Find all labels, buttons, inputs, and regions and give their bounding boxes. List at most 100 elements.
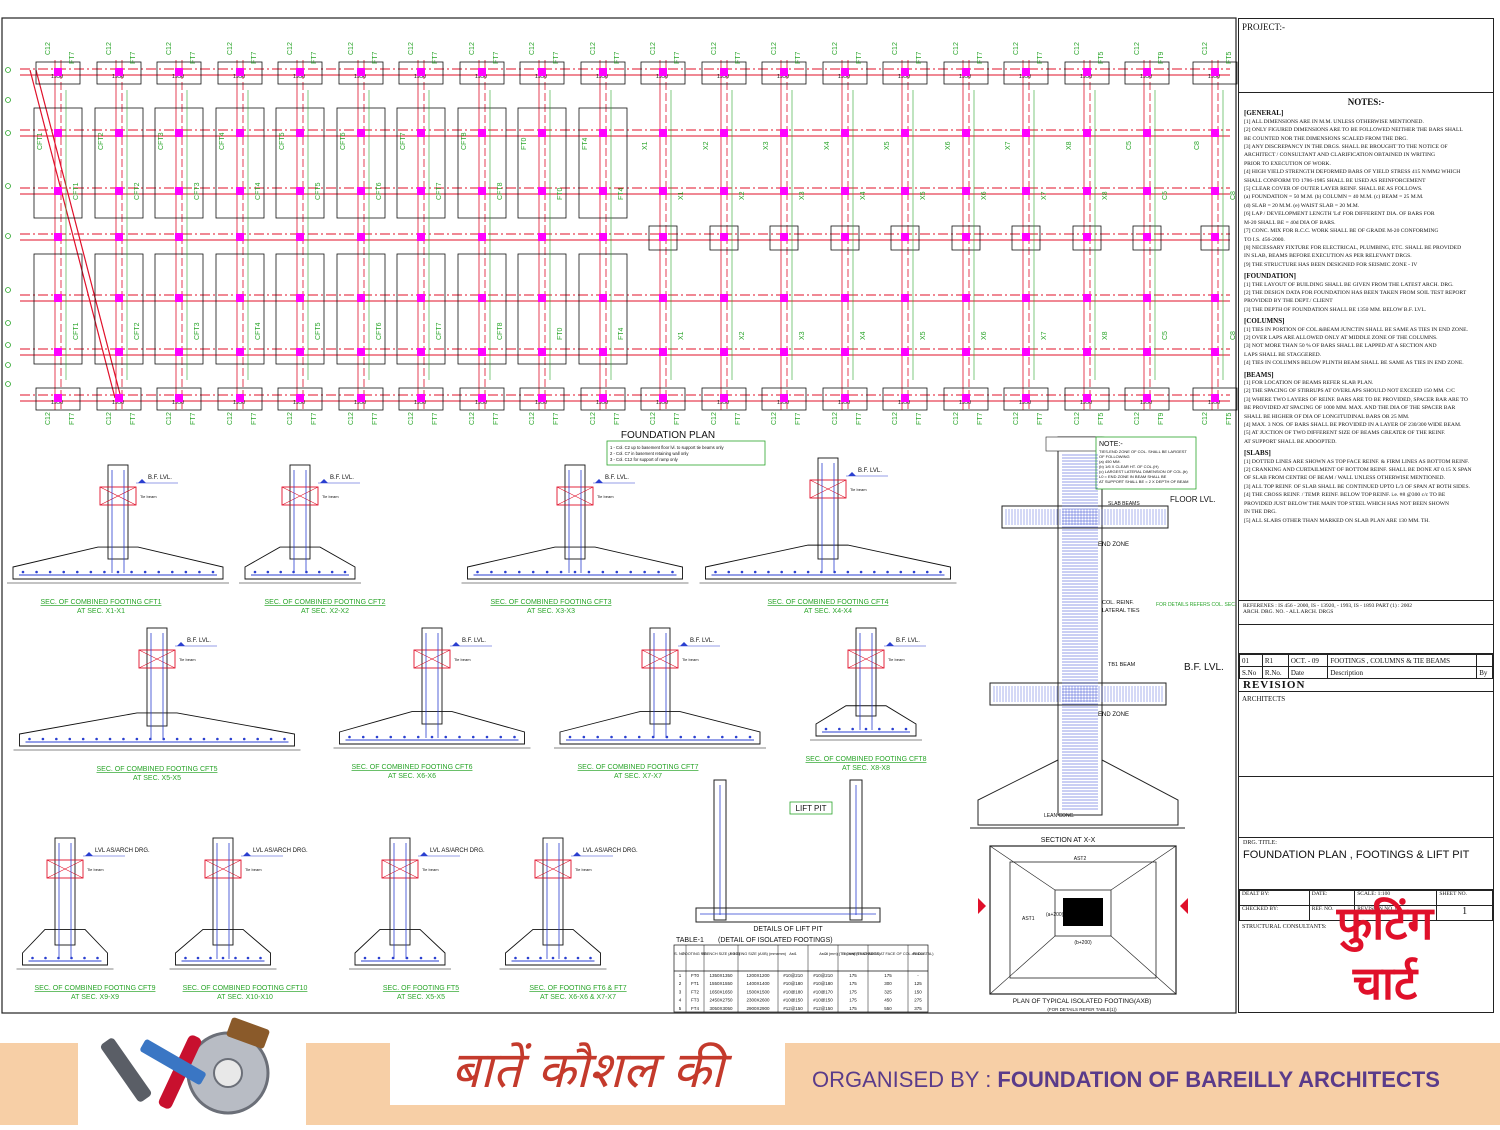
column-marker (417, 233, 425, 241)
rebar-dot (551, 956, 555, 960)
project-label: PROJECT:- (1242, 22, 1286, 32)
column-marker (175, 233, 183, 241)
footing-box-bottom (96, 387, 142, 411)
section-title: SEC. OF COMBINED FOOTING CFT6 (352, 764, 473, 771)
rebar-dot (513, 735, 516, 739)
rebar-dot (135, 737, 139, 741)
notes-line: IN SLAB, BEAMS BEFORE EXECUTION AS PER R… (1244, 253, 1412, 260)
table-cell: 1400X1400 (746, 981, 770, 986)
footing-box-bottom (35, 387, 81, 411)
footing-box-bottom (701, 387, 747, 411)
isolated-footing-plan: AST2 AST1 (b+200) (a+200) PLAN OF TYPICA… (978, 845, 1188, 1012)
mid-label: X6 (981, 191, 988, 200)
architects-label: ARCHITECTS (1242, 695, 1286, 703)
footing-box-top (1064, 61, 1110, 85)
combined-footing-box (154, 107, 204, 219)
footing-box-top (217, 61, 263, 85)
column-marker (720, 233, 728, 241)
column-marker (538, 129, 546, 137)
table-cell: #10@210 (813, 973, 833, 978)
column-marker (538, 394, 546, 402)
table-cell: 175 (849, 989, 857, 994)
column-marker (1083, 394, 1091, 402)
rebar-dot (637, 735, 641, 739)
dim-label-bottom: 1950 (535, 400, 547, 406)
mid-label-3: CFT4 (255, 322, 262, 340)
tie-beam-text: Tie beam (682, 657, 699, 662)
dim-label-bottom: 1950 (1019, 400, 1031, 406)
rebar-dot (939, 570, 942, 574)
table-cell: 3 (679, 989, 682, 994)
tie-beam-text: Tie beam (888, 657, 905, 662)
grid-bubble (5, 233, 11, 239)
mid-label-2: CFT6 (340, 132, 347, 150)
rebar-dot (269, 737, 273, 741)
organised-name: FOUNDATION OF BAREILLY ARCHITECTS (997, 1067, 1440, 1092)
dim-label-top: 1950 (596, 74, 608, 80)
column-marker (1211, 294, 1219, 302)
footing-label-bottom: FT7 (614, 412, 621, 425)
dim-label-top: 1950 (838, 74, 850, 80)
rev-head: Description (1327, 666, 1478, 679)
isolated-footing-box (1132, 225, 1162, 251)
dim-label-bottom: 1950 (172, 400, 184, 406)
column-label-top: C12 (1134, 42, 1141, 55)
col-note-line-4: (b) 1/6 X CLEAR HT. OF COL.(H) (1099, 464, 1159, 469)
column-marker (841, 348, 849, 356)
rebar-dot (283, 737, 286, 741)
notes-line: AT SUPPORT SHALL BE ADOOPTED. (1244, 438, 1337, 445)
bf-lvl-text: LVL AS/ARCH DRG. (95, 848, 150, 854)
mid-label-2: CFT2 (98, 132, 105, 150)
rebar-dot (375, 735, 379, 739)
rebar-dot (361, 735, 365, 739)
column-label-top: C12 (529, 42, 536, 55)
column-marker (780, 187, 788, 195)
col-note-line-2: OF FOLLOWING (1099, 454, 1130, 459)
column-marker (780, 129, 788, 137)
notes-line: [3] THE DEPTH OF FOUNDATION SHALL BE 135… (1244, 306, 1427, 313)
table-cell: #10@180 (783, 981, 803, 986)
rebar-dot (526, 956, 530, 960)
notes-line: [5] CLEAR COVER OF OUTER LAYER REINF. SH… (1244, 186, 1423, 193)
mid-label-3: C8 (1230, 331, 1237, 340)
notes-line: [1] FOR LOCATION OF BEAMS REFER SLAB PLA… (1244, 380, 1374, 386)
column-marker (1022, 394, 1030, 402)
footing-box-bottom (943, 387, 989, 411)
table-cell: 175 (884, 973, 892, 978)
column-label-top: C12 (348, 42, 355, 55)
hindi-chart-title: फुटिंग चार्ट (1290, 893, 1480, 1013)
dim-label-bottom: 1950 (959, 400, 971, 406)
mid-label-3: FT0 (557, 327, 564, 340)
hindi-title-line-2: चार्ट (1352, 956, 1418, 1010)
combined-footing-box (275, 253, 325, 365)
footing-box-bottom (822, 387, 868, 411)
column-label-bottom: C12 (892, 412, 899, 425)
column-marker (659, 187, 667, 195)
column-marker (1083, 129, 1091, 137)
column-label-bottom: C12 (408, 412, 415, 425)
column-marker (175, 187, 183, 195)
rebar-dot (305, 570, 308, 574)
rebar-dot (157, 570, 161, 574)
notes-line: PROVIDED JUST BELOW THE MAIN TOP STEEL W… (1244, 500, 1450, 507)
rebar-dot (740, 570, 744, 574)
column-marker (841, 129, 849, 137)
grid-bubble (5, 320, 11, 326)
rebar-dot (767, 570, 770, 574)
table-cell: 275 (914, 998, 922, 1003)
footing-label-top: FT5 (1098, 51, 1105, 64)
mid-label-3: X2 (739, 331, 746, 340)
rebar-dot (68, 737, 72, 741)
column-marker (901, 187, 909, 195)
scale-label: SCALE: (1357, 891, 1377, 897)
rebar-dot (70, 956, 73, 960)
notes-line: [4] HIGH YIELD STRENGTH DEFORMED BARS OF… (1244, 169, 1461, 176)
section-subtitle: AT SEC. X5-X5 (397, 994, 445, 1001)
dim-label-top: 1950 (172, 74, 184, 80)
notes-title: NOTES:- (1347, 97, 1385, 107)
title-block: PROJECT:- NOTES:- [GENERAL][1] ALL DIMEN… (1238, 18, 1494, 1013)
bf-lvl-text: B.F. LVL. (690, 638, 714, 644)
rebar-dot (81, 737, 85, 741)
mid-label-2: CFT1 (37, 132, 44, 150)
